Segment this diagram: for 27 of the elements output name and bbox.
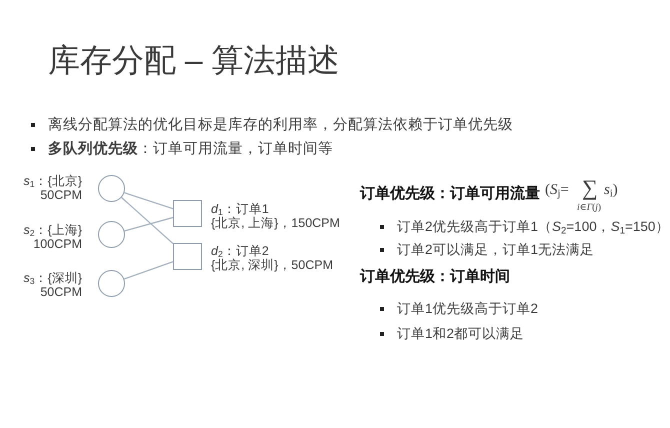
connector-line <box>124 192 174 210</box>
bullet-text: 多队列优先级：订单可用流量，订单时间等 <box>48 140 333 158</box>
formula-text: i∈Γ(j) <box>577 202 602 214</box>
node-label: d$_{2}$：订单2 <box>211 244 269 258</box>
node-label: {北京, 上海}，150CPM <box>211 216 340 230</box>
node-label: 100CPM <box>33 237 82 252</box>
bullet-text: 离线分配算法的优化目标是库存的利用率，分配算法依赖于订单优先级 <box>48 116 513 134</box>
formula-text: s$_{i}$) <box>604 181 618 200</box>
heading: 订单优先级：订单时间 <box>360 267 510 287</box>
bullet-text: 订单1优先级高于订单2 <box>397 300 538 318</box>
node-label: {北京, 深圳}，50CPM <box>211 258 333 272</box>
sum-sign: ∑ <box>582 174 598 202</box>
connector-line <box>124 261 174 280</box>
title: 库存分配 – 算法描述 <box>48 41 340 80</box>
node-label: s$_{3}$：{深圳} <box>24 271 82 286</box>
heading: 订单优先级：订单可用流量 <box>360 184 540 204</box>
node-label: s$_{2}$：{上海} <box>24 223 82 238</box>
node-label: s$_{1}$：{北京} <box>24 174 82 188</box>
bullet-text: 订单2优先级高于订单1（S$_{2}$=100，S$_{1}$=150） <box>397 218 670 236</box>
node-label: d$_{1}$：订单1 <box>211 202 269 216</box>
node-label: 50CPM <box>40 188 82 202</box>
connector-line <box>121 197 174 244</box>
node-label: 50CPM <box>40 285 82 300</box>
connector-line <box>124 216 174 232</box>
bullet-text: 订单2可以满足，订单1无法满足 <box>397 241 594 259</box>
formula-text: (S$_{j}$= <box>545 181 569 200</box>
bullet-text: 订单1和2都可以满足 <box>397 325 524 343</box>
